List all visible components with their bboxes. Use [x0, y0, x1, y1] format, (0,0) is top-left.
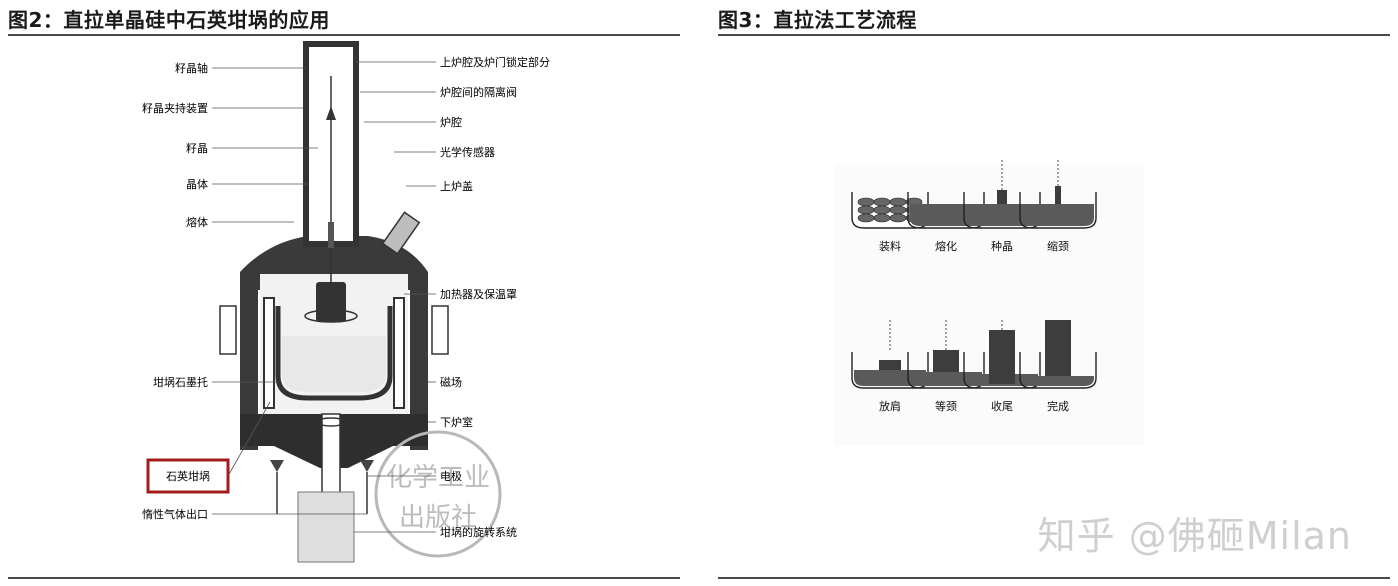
step-body-growth: 等颈 [907, 320, 985, 413]
figure-2-bottom-rule [8, 577, 680, 579]
step-chunk [857, 205, 875, 215]
step-necking: 缩颈 [1019, 160, 1097, 253]
label-crystal: 晶体 [186, 177, 208, 191]
step-label: 放肩 [879, 399, 901, 413]
heater-left [263, 297, 275, 409]
gas-outlet-right [360, 460, 374, 472]
figure-2-title: 图2：直拉单晶硅中石英坩埚的应用 [8, 8, 330, 32]
step-melt [1022, 204, 1094, 226]
magnet-block-right [431, 305, 449, 355]
publisher-stamp [374, 430, 502, 558]
label-magnet: 磁场 [440, 375, 462, 389]
rotation-drive-box [297, 491, 355, 563]
stamp-line-2: 出版社 [399, 503, 477, 533]
stamp-line-1: 化学工业 [386, 463, 490, 493]
step-crucible [1019, 192, 1097, 229]
leader-quartz-crucible [227, 401, 271, 477]
label-electrode: 电极 [440, 469, 462, 483]
figure-2-panel: 图2：直拉单晶硅中石英坩埚的应用 [8, 0, 680, 586]
label-graphite-holder: 坩埚石墨托 [153, 375, 208, 389]
step-melt [1022, 376, 1094, 386]
zhihu-watermark: 知乎 @佛砸Milan [1037, 514, 1352, 558]
step-crystal [1045, 320, 1071, 376]
step-crystal [989, 330, 1015, 384]
gas-outlet-left [270, 460, 284, 472]
step-label: 熔化 [935, 239, 957, 253]
figure-3-bottom-rule [718, 577, 1390, 579]
label-rotation-system: 坩埚的旋转系统 [440, 525, 517, 539]
step-crystal [879, 360, 901, 370]
step-chunk [889, 205, 907, 215]
step-crystal [933, 350, 959, 372]
optical-sensor [381, 211, 421, 255]
pull-arrow [326, 106, 336, 120]
label-seed-shaft: 籽晶轴 [175, 61, 208, 75]
label-quartz-crucible: 石英坩埚 [166, 469, 210, 483]
step-label: 收尾 [991, 399, 1013, 413]
step-label: 完成 [1047, 399, 1069, 413]
step-chunk [873, 213, 891, 223]
step-crystal [997, 190, 1007, 204]
rotation-arrow-top [304, 309, 358, 323]
step-chunk [889, 213, 907, 223]
step-label: 种晶 [991, 239, 1013, 253]
step-chunk [873, 197, 891, 207]
step-label: 装料 [879, 239, 901, 253]
seed-crystal [328, 222, 334, 248]
label-isolation-valve: 炉腔间的隔离阀 [440, 85, 517, 99]
figure-2-top-rule [8, 34, 680, 36]
label-heater: 加热器及保温罩 [440, 287, 517, 301]
step-crucible [1019, 352, 1097, 389]
step-label: 缩颈 [1047, 240, 1069, 253]
left-labels: 籽晶轴 籽晶夹持装置 籽晶 晶体 熔体 坩埚石墨托 石英坩埚 惰性气体出口 [142, 61, 367, 521]
czochralski-furnace-diagram: 化学工业 出版社 籽晶轴 籽晶夹持装置 籽晶 晶体 熔体 坩埚石墨托 石英坩埚 … [142, 41, 550, 563]
melt [282, 336, 386, 392]
step-chunk [889, 197, 907, 207]
step-label: 等颈 [935, 399, 957, 413]
furnace-outer-wall-left [240, 290, 258, 450]
magnet-block-left [219, 305, 237, 355]
step-chunk [873, 205, 891, 215]
step-chunk [857, 197, 875, 207]
label-upper-chamber: 上炉腔及炉门锁定部分 [440, 55, 550, 69]
figure-3-panel: 图3：直拉法工艺流程 装料 熔化 种晶 缩颈放肩 等颈 收尾 完成 知乎 @佛砸Milan [718, 0, 1390, 586]
label-seed-chuck: 籽晶夹持装置 [142, 101, 208, 115]
label-upper-lid: 上炉盖 [440, 179, 473, 193]
step-finished: 完成 [1019, 320, 1097, 413]
figure-3-title: 图3：直拉法工艺流程 [718, 8, 917, 32]
heater-right [393, 297, 405, 409]
step-crystal [1055, 186, 1061, 204]
rotation-arrow-bottom [316, 417, 346, 427]
step-chunk [857, 213, 875, 223]
furnace-outer-wall-right [410, 290, 428, 450]
figure-3-top-rule [718, 34, 1390, 36]
label-melt: 熔体 [186, 215, 208, 229]
crystal-ingot [316, 282, 346, 322]
right-labels: 上炉腔及炉门锁定部分 炉腔间的隔离阀 炉腔 光学传感器 上炉盖 加热器及保温罩 … [354, 55, 550, 539]
label-lower-chamber: 下炉室 [440, 415, 473, 429]
label-gas-outlet: 惰性气体出口 [142, 507, 208, 521]
quartz-crucible [275, 306, 393, 401]
label-optical-sensor: 光学传感器 [440, 145, 495, 159]
label-chamber: 炉腔 [440, 115, 462, 129]
label-seed: 籽晶 [186, 142, 208, 155]
